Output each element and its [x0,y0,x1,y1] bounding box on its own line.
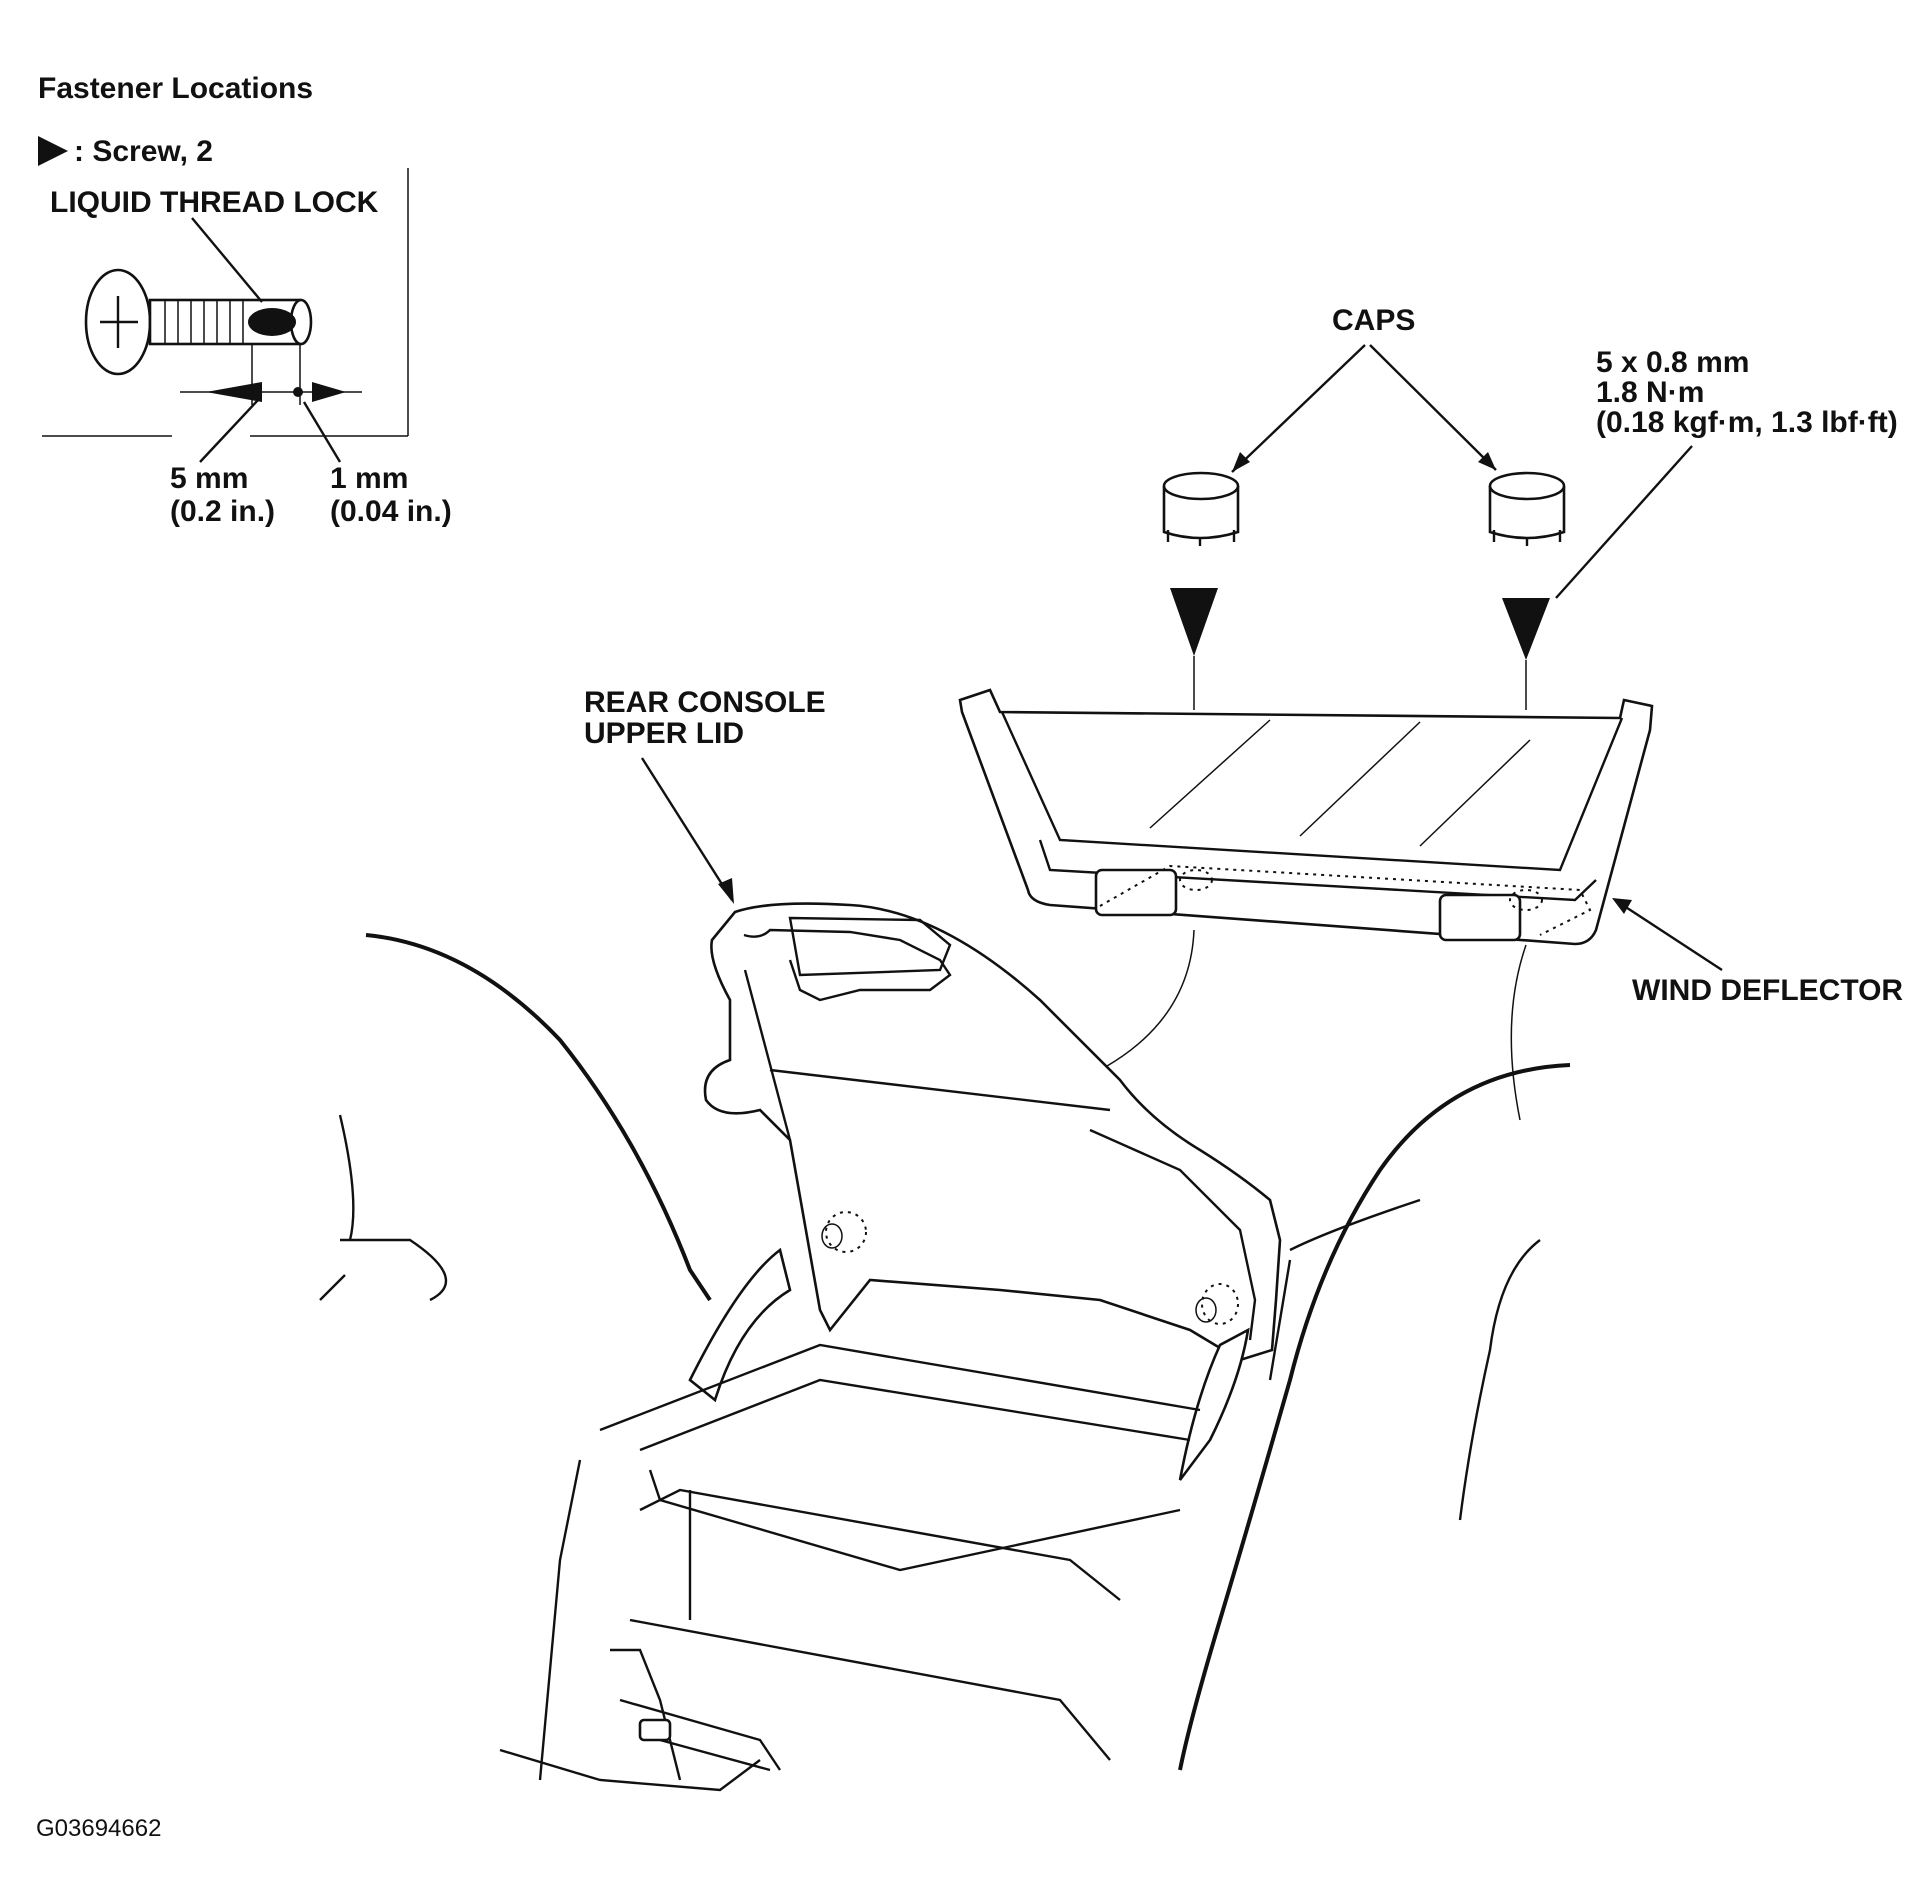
spec-leader [1555,445,1693,599]
screw-icon [84,268,313,376]
rear-console-lid [703,902,1282,1362]
spec-line2: 1.8 N·m [1596,376,1704,409]
screw-arrow-icon [1170,588,1218,656]
caps-leader-left [1231,344,1366,473]
wind-deflector-leader [1617,900,1723,972]
caps-label: CAPS [1332,304,1415,337]
dim-left-line2: (0.2 in.) [170,495,275,528]
screw-marker-icon [38,136,68,166]
dim-left-leader [199,399,259,463]
spec-line1: 5 x 0.8 mm [1596,346,1749,379]
cap-icon [1162,471,1240,546]
figure-id: G03694662 [36,1815,161,1842]
diagram-title: Fastener Locations [38,72,313,105]
dim-left-line1: 5 mm [170,462,248,495]
cap-icon-right [1488,471,1566,546]
console-body [319,933,1571,1792]
thread-lock-spot [248,308,296,336]
spec-line3: (0.18 kgf·m, 1.3 lbf·ft) [1596,406,1898,439]
dim-right-line1: 1 mm [330,462,408,495]
rear-console-leader [640,757,734,901]
dim-right-leader [302,401,342,463]
rear-console-line2: UPPER LID [584,717,744,750]
dim-right-line2: (0.04 in.) [330,495,452,528]
legend-text: : Screw, 2 [74,135,213,168]
wind-deflector-label: WIND DEFLECTOR [1632,974,1903,1007]
thread-lock-leader [191,217,263,303]
screw-arrow-icon-right [1502,598,1550,660]
thread-lock-label: LIQUID THREAD LOCK [50,186,379,219]
wind-deflector [958,688,1654,946]
screw-detail: LIQUID THREAD LOCK 5 mm (0.2 in.) 1 mm (… [42,168,452,528]
caps-leader-right [1369,344,1497,471]
rear-console-line1: REAR CONSOLE [584,686,826,719]
